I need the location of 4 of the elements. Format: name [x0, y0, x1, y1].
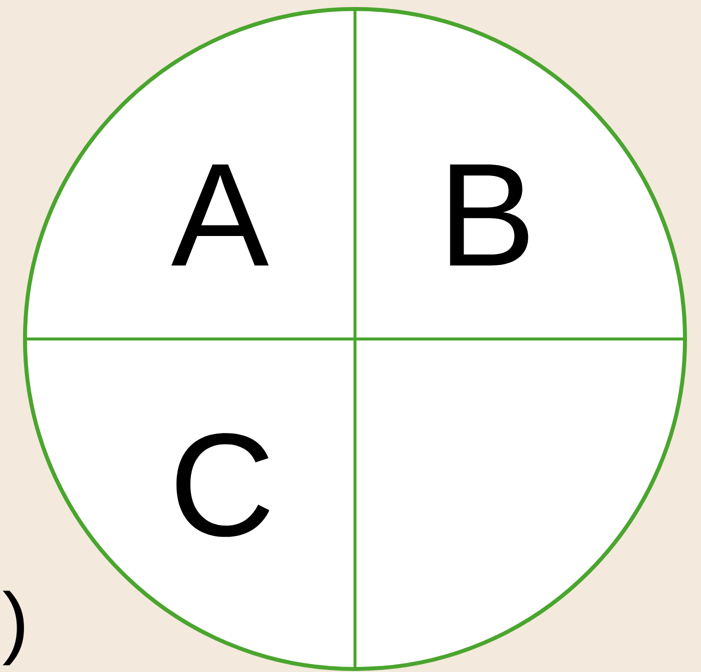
- quadrant: B: [355, 9, 685, 339]
- quadrant: C: [25, 339, 355, 669]
- quadrant: A: [25, 9, 355, 339]
- quadrant: [355, 339, 685, 669]
